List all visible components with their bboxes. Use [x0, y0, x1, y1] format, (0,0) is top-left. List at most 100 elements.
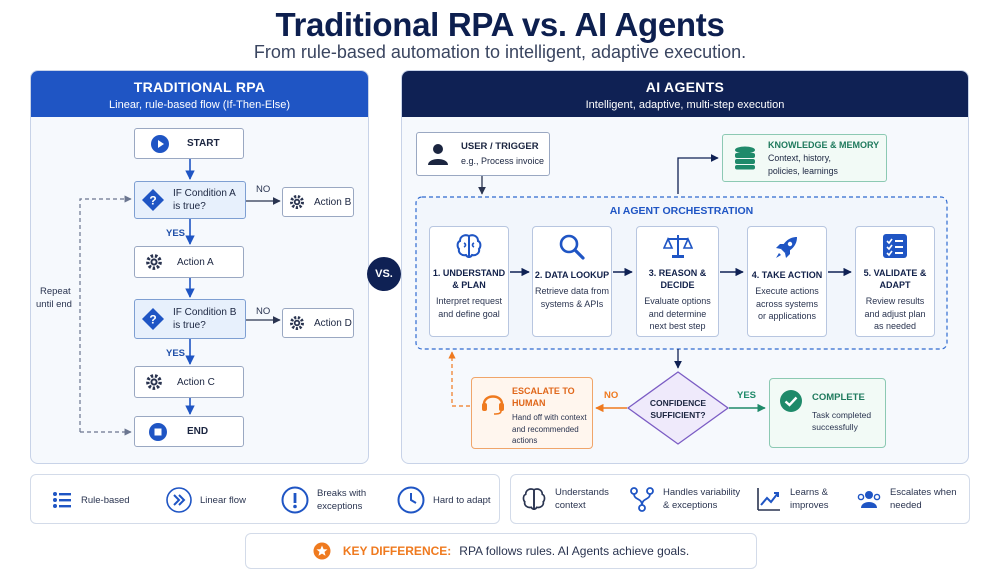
- step2-desc-2: systems & APIs: [540, 298, 604, 309]
- repeat-line1: Repeat: [40, 286, 71, 297]
- yes-label-b: YES: [166, 348, 186, 359]
- step4-desc-3: or applications: [757, 311, 817, 321]
- legend-handles-variability: Handles variability & exceptions: [629, 486, 740, 512]
- ai-title: AI AGENTS: [645, 79, 725, 95]
- legend-learns-line1: Learns &: [790, 487, 829, 498]
- legend-understands-line1: Understands: [555, 487, 609, 498]
- star-badge-icon: [313, 542, 331, 560]
- question-diamond-icon: ?: [142, 308, 164, 330]
- escalate-desc-2: and recommended: [512, 424, 579, 434]
- vs-badge: VS.: [367, 257, 401, 291]
- action-d-label: Action D: [314, 317, 352, 329]
- page-subtitle: From rule-based automation to intelligen…: [253, 42, 747, 62]
- step1-desc-2: and define goal: [438, 308, 500, 319]
- legend-linear-flow: Linear flow: [166, 487, 246, 513]
- step3-desc-1: Evaluate options: [644, 296, 711, 306]
- knowledge-title: KNOWLEDGE & MEMORY: [768, 139, 880, 150]
- rocket-icon: [776, 237, 797, 258]
- end-label: END: [187, 426, 209, 437]
- legend-learns-line2: improves: [790, 500, 829, 511]
- question-diamond-icon: ?: [142, 189, 164, 211]
- confidence-line1: CONFIDENCE: [649, 398, 707, 408]
- escalate-human-box: ESCALATE TO HUMAN Hand off with context …: [471, 377, 593, 449]
- decision-no-label: NO: [604, 390, 619, 401]
- step1-desc-1: Interpret request: [435, 296, 503, 306]
- key-difference-banner: KEY DIFFERENCE: RPA follows rules. AI Ag…: [245, 533, 757, 569]
- user-icon: [428, 144, 448, 165]
- rpa-title: TRADITIONAL RPA: [133, 79, 266, 95]
- step3-title-1: 3. REASON &: [648, 268, 707, 278]
- legend-hard-to-adapt: Hard to adapt: [397, 486, 491, 514]
- legend-escalates-line1: Escalates when: [890, 487, 957, 498]
- rpa-panel-header: TRADITIONAL RPA Linear, rule-based flow …: [31, 71, 368, 117]
- legend-understands-line2: context: [555, 500, 586, 511]
- escalate-desc-3: actions: [512, 436, 538, 445]
- cond-b-line2: is true?: [173, 320, 206, 331]
- user-trigger-box: USER / TRIGGER e.g., Process invoice: [416, 132, 550, 176]
- rpa-action-b: Action B: [282, 187, 354, 217]
- complete-title: COMPLETE: [812, 392, 865, 403]
- trend-up-icon: [757, 488, 780, 511]
- legend-handles-line2: & exceptions: [663, 500, 718, 511]
- step4-title-1: 4. TAKE ACTION: [751, 270, 823, 280]
- no-label-b: NO: [256, 306, 271, 317]
- knowledge-memory-box: KNOWLEDGE & MEMORY Context, history, pol…: [722, 134, 887, 182]
- headset-icon: [482, 395, 504, 415]
- rpa-start-node: START: [134, 128, 244, 159]
- legend-learns-improves: Learns & improves: [756, 486, 829, 512]
- orchestration-title: AI AGENT ORCHESTRATION: [609, 205, 754, 217]
- step4-desc-1: Execute actions: [755, 286, 819, 296]
- repeat-loop-label: Repeat until end: [36, 285, 74, 311]
- legend-handles-line1: Handles variability: [663, 487, 741, 498]
- rpa-condition-b: ? IF Condition B is true?: [134, 299, 246, 339]
- no-label-a: NO: [256, 184, 271, 195]
- branch-icon: [630, 487, 654, 512]
- action-b-label: Action B: [314, 196, 352, 208]
- step5-title-2: ADAPT: [879, 280, 911, 290]
- complete-desc-1: Task completed: [812, 410, 872, 420]
- gear-icon: [146, 254, 162, 270]
- step5-title-1: 5. VALIDATE &: [863, 268, 927, 278]
- gear-icon: [146, 374, 162, 390]
- complete-desc-2: successfully: [812, 422, 858, 432]
- rpa-subtitle: Linear, rule-based flow (If-Then-Else): [109, 99, 290, 111]
- database-icon: [735, 146, 755, 170]
- gear-icon: [290, 195, 304, 209]
- step1-title-2: & PLAN: [452, 280, 486, 290]
- rpa-action-c: Action C: [134, 366, 244, 398]
- gear-icon: [290, 316, 304, 330]
- rpa-action-a: Action A: [134, 246, 244, 278]
- cond-b-line1: IF Condition B: [173, 307, 237, 318]
- action-c-label: Action C: [177, 376, 215, 388]
- page-title: Traditional RPA vs. AI Agents: [275, 6, 725, 43]
- legend-understands-context: Understands context: [521, 486, 609, 512]
- step4-desc-2: across systems: [755, 298, 818, 309]
- rpa-condition-a: ? IF Condition A is true?: [134, 181, 246, 219]
- decision-yes-label: YES: [737, 390, 757, 401]
- checklist-icon: [883, 234, 907, 258]
- rpa-action-d: Action D: [282, 308, 354, 338]
- escalate-title-1: ESCALATE TO: [512, 386, 575, 396]
- cond-a-line1: IF Condition A: [173, 188, 236, 199]
- trigger-desc: e.g., Process invoice: [461, 156, 545, 166]
- svg-text:?: ?: [149, 313, 156, 327]
- legend-linear-flow-text: Linear flow: [200, 494, 246, 506]
- legend-rule-based: Rule-based: [51, 489, 130, 511]
- ai-legend: Understands context Handles variability & …: [510, 474, 970, 524]
- step5-desc-2: and adjust plan: [864, 308, 926, 319]
- action-a-label: Action A: [177, 256, 214, 268]
- start-label: START: [187, 138, 220, 149]
- trigger-title: USER / TRIGGER: [461, 141, 539, 152]
- clock-icon: [397, 486, 425, 514]
- knowledge-desc-1: Context, history,: [768, 152, 831, 163]
- step2-title-1: 2. DATA LOOKUP: [534, 270, 610, 280]
- legend-rule-based-text: Rule-based: [81, 494, 130, 506]
- confidence-decision: CONFIDENCE SUFFICIENT?: [628, 397, 728, 421]
- list-icon: [53, 492, 71, 508]
- play-icon: [151, 134, 169, 153]
- vs-label: VS.: [375, 268, 393, 280]
